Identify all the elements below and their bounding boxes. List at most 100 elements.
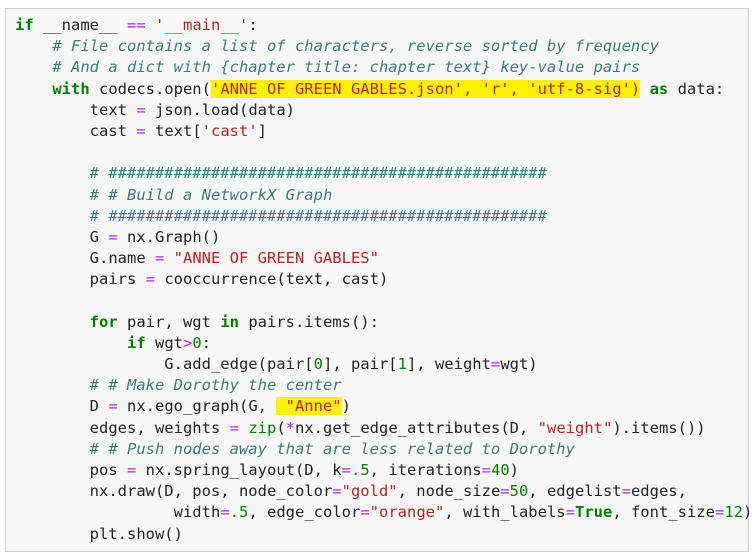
code-token: 1	[397, 355, 407, 373]
code-token: G.add_edge(pair[	[15, 355, 314, 373]
code-token: edges, weights	[15, 418, 230, 437]
code-line	[15, 290, 752, 311]
code-token: =	[565, 503, 575, 522]
code-line: # And a dict with {chapter title: chapte…	[15, 57, 752, 78]
code-token	[15, 376, 90, 394]
code-token: 0	[313, 355, 323, 373]
code-line: D = nx.ego_graph(G, "Anne")	[15, 396, 752, 417]
code-token: .5	[350, 460, 370, 479]
code-token	[15, 186, 90, 204]
code-token: =	[332, 482, 342, 501]
code-token: ], pair[	[322, 355, 398, 373]
code-line: pos = nx.spring_layout(D, k=.5, iteratio…	[15, 460, 752, 481]
code-token: cast	[15, 121, 137, 140]
code-token: ]	[257, 121, 268, 140]
code-token: nx.Graph()	[117, 227, 221, 246]
code-token: =	[126, 460, 137, 479]
code-token: :	[248, 16, 258, 34]
code-token: 40	[490, 460, 510, 479]
code-token	[640, 80, 649, 98]
code-token: wgt	[145, 333, 183, 352]
code-token: # # Make Dorothy the center	[89, 376, 342, 395]
code-token: D	[15, 397, 109, 416]
code-token: text[	[145, 121, 202, 140]
code-token: , node_size	[397, 482, 501, 501]
code-token: , with_labels	[444, 503, 566, 522]
code-token: =	[229, 418, 239, 437]
code-token	[15, 334, 127, 352]
code-token	[15, 37, 52, 55]
code-token: for	[89, 312, 118, 331]
code-token: codecs.open(	[89, 79, 211, 98]
code-token: text	[15, 100, 137, 119]
code-token: data:	[668, 79, 725, 98]
code-token: , edgelist	[528, 482, 622, 501]
code-token: G.name	[15, 249, 155, 268]
code-line	[15, 142, 752, 163]
code-token: 'ANNE OF GREEN GABLES.json', 'r', 'utf-8…	[210, 79, 641, 98]
code-token: "ANNE OF GREEN GABLES"	[173, 249, 379, 268]
code-line: # ######################################…	[15, 206, 752, 227]
code-token: pos	[15, 460, 127, 479]
code-token: , font_size	[612, 503, 715, 522]
code-line: edges, weights = zip(*nx.get_edge_attrib…	[15, 418, 752, 439]
code-line: # File contains a list of characters, re…	[15, 36, 752, 57]
code-token: pairs.items():	[238, 312, 379, 331]
code-token: =	[108, 227, 118, 246]
code-token: as	[649, 79, 669, 98]
code-token: "orange"	[369, 503, 445, 522]
code-token: 'cast'	[201, 121, 258, 140]
code-line: G.name = "ANNE OF GREEN GABLES"	[15, 248, 752, 269]
code-token: >	[182, 333, 193, 352]
code-token: nx.get_edge_attributes(D,	[295, 418, 538, 437]
code-line: if wgt>0:	[15, 333, 752, 354]
code-token: =	[136, 121, 146, 140]
code-token: :	[201, 333, 212, 352]
code-token	[15, 440, 90, 458]
code-token: # ######################################…	[89, 206, 547, 225]
code-token: )	[742, 503, 753, 522]
code-token: wgt)	[500, 355, 538, 373]
code-token: True	[574, 503, 613, 522]
code-token: # ######################################…	[89, 164, 547, 183]
code-token: edges,	[630, 482, 687, 501]
code-token: 0	[192, 333, 202, 352]
code-editor[interactable]: if __name__ == '__main__': # File contai…	[15, 15, 752, 545]
code-line: nx.draw(D, pos, node_color="gold", node_…	[15, 481, 752, 502]
code-token	[15, 313, 90, 331]
code-token: # File contains a list of characters, re…	[52, 37, 659, 56]
code-line: # # Build a NetworkX Graph	[15, 185, 752, 206]
code-token: pair, wgt	[117, 312, 221, 331]
code-cell[interactable]: if __name__ == '__main__': # File contai…	[5, 8, 752, 552]
code-token: ], weight	[406, 355, 491, 373]
code-line: for pair, wgt in pairs.items():	[15, 312, 752, 333]
code-token: G	[15, 227, 109, 246]
code-token: in	[220, 312, 239, 331]
code-line: pairs = cooccurrence(text, cast)	[15, 269, 752, 290]
code-token	[15, 207, 90, 225]
code-token: "weight"	[537, 418, 613, 437]
code-token: 12	[724, 503, 743, 522]
code-token	[15, 58, 52, 76]
code-token: =	[220, 503, 230, 522]
code-token: nx.ego_graph(G,	[117, 397, 277, 416]
code-line: # # Make Dorothy the center	[15, 375, 752, 396]
code-token: # And a dict with {chapter title: chapte…	[52, 58, 641, 77]
code-token: nx.spring_layout(D, k	[136, 460, 342, 479]
code-token: "Anne"	[276, 397, 342, 416]
code-token: if	[126, 333, 146, 352]
code-token: 50	[509, 482, 529, 501]
code-line: G = nx.Graph()	[15, 227, 752, 248]
code-token: *	[285, 418, 296, 437]
code-token: json.load(data)	[145, 100, 295, 119]
code-token: "gold"	[341, 482, 398, 501]
code-line: # ######################################…	[15, 163, 752, 184]
code-token: cooccurrence(text, cast)	[155, 270, 389, 289]
code-token: '__main__'	[155, 16, 249, 34]
code-token: =	[500, 482, 510, 501]
code-token: , iterations	[369, 460, 482, 479]
code-token: =	[481, 460, 491, 479]
code-token	[15, 164, 90, 182]
code-token: =	[154, 249, 165, 268]
code-token: # # Build a NetworkX Graph	[89, 185, 333, 204]
